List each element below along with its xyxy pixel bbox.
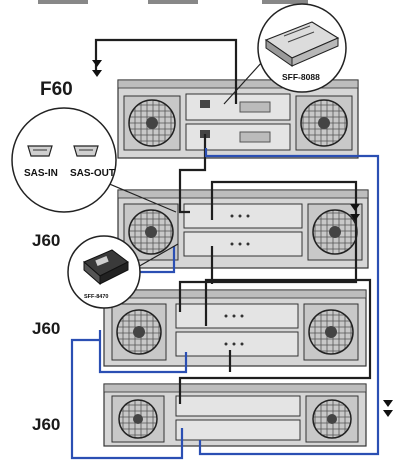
expander-module bbox=[183, 231, 303, 257]
direction-arrow-icon bbox=[383, 400, 393, 417]
fan-icon bbox=[123, 95, 181, 151]
expander-module bbox=[175, 331, 299, 357]
direction-arrow-icon bbox=[350, 204, 360, 221]
top-edge-bars bbox=[38, 0, 308, 4]
sff8470-label: SFF-8470 bbox=[84, 294, 108, 300]
sas-out-port-icon bbox=[73, 145, 99, 157]
enclosure-label-j60: J60 bbox=[32, 415, 60, 434]
black-cables bbox=[94, 38, 372, 404]
expander-module bbox=[175, 395, 301, 417]
sas-out-label: SAS-OUT bbox=[70, 168, 115, 179]
sff8470-callout: SFF-8470 bbox=[67, 235, 179, 309]
enclosure-label-j60: J60 bbox=[32, 319, 60, 338]
sff8088-label: SFF-8088 bbox=[282, 72, 320, 82]
fan-icon bbox=[295, 95, 353, 151]
f60-chassis bbox=[117, 79, 359, 159]
fan-icon bbox=[307, 203, 363, 261]
j60-chassis-2 bbox=[103, 289, 367, 367]
sff8088-connector-icon bbox=[264, 21, 340, 67]
direction-arrow-icon bbox=[92, 60, 102, 77]
j60-chassis-1 bbox=[117, 189, 369, 269]
sas-ports-callout: SAS-IN SAS-OUT bbox=[11, 107, 177, 213]
sff8088-callout: SFF-8088 bbox=[223, 3, 347, 105]
fan-icon bbox=[303, 303, 359, 361]
j60-chassis-3 bbox=[103, 383, 367, 447]
expander-module bbox=[175, 303, 299, 329]
enclosure-label-f60: F60 bbox=[40, 79, 73, 100]
enclosure-label-j60: J60 bbox=[32, 231, 60, 250]
fan-icon bbox=[305, 395, 359, 443]
expander-module bbox=[183, 203, 303, 229]
expander-module bbox=[175, 419, 301, 441]
fan-icon bbox=[111, 395, 165, 443]
sff8470-connector-icon bbox=[83, 249, 129, 286]
sas-in-label: SAS-IN bbox=[24, 168, 58, 179]
sas-in-port-icon bbox=[27, 145, 53, 157]
fan-icon bbox=[111, 303, 167, 361]
